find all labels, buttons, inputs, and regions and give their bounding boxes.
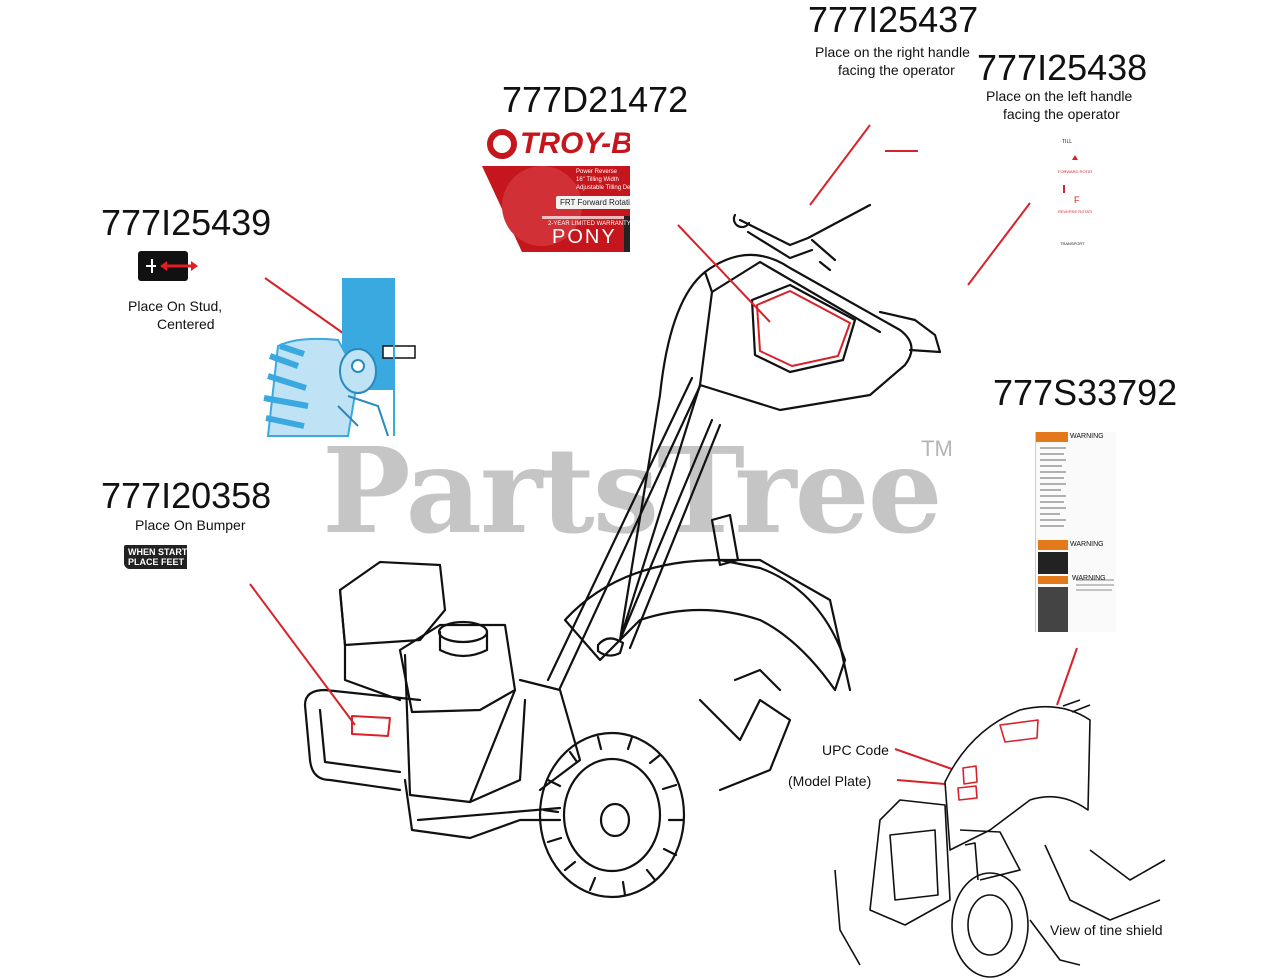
part-number-bumper: 777I20358 <box>101 475 272 516</box>
leader-tine-shield <box>1056 647 1078 706</box>
caption-stud-1: Place On Stud, <box>128 298 223 314</box>
leader-stud <box>264 277 351 339</box>
caption-bumper: Place On Bumper <box>135 517 246 533</box>
left-handle-label-f: F <box>1074 195 1080 205</box>
console-decal: TROY-BILT Power Reverse 16" Tilling Widt… <box>482 124 630 252</box>
console-warranty: 2-YEAR LIMITED WARRANTY <box>548 221 630 227</box>
left-handle-label-forward: FORWARD ROTATING <box>1058 169 1092 174</box>
stud-location-illustration <box>263 278 416 437</box>
indicator-bar-icon <box>1063 185 1065 193</box>
console-model: PONY <box>552 226 617 248</box>
left-handle-label-reverse: REVERSE ROTATING <box>1058 209 1092 214</box>
callout-model-plate: (Model Plate) <box>788 773 872 789</box>
leader-left-handle <box>967 202 1031 286</box>
console-rotation-label: FRT Forward Rotating <box>556 196 630 209</box>
console-line-2: 16" Tilling Width <box>576 177 619 183</box>
left-handle-label-till: TILL <box>1062 139 1073 145</box>
double-arrow-icon <box>146 259 198 273</box>
warning-text-lines <box>1038 447 1114 632</box>
console-line-1: Power Reverse <box>576 169 618 175</box>
warning-heading-1: WARNING <box>1070 433 1104 440</box>
warning-heading-3: WARNING <box>1072 575 1106 582</box>
caption-left-handle-2: facing the operator <box>1003 106 1120 122</box>
tine-shield-warning-decal: WARNING WARNING WARNING <box>1035 432 1116 632</box>
part-number-console: 777D21472 <box>502 79 689 120</box>
caption-stud-2: Centered <box>157 316 215 332</box>
caption-right-handle-1: Place on the right handle <box>815 44 970 60</box>
part-number-tine-shield: 777S33792 <box>993 372 1178 413</box>
console-line-3: Adjustable Tilling Depth <box>576 185 630 191</box>
left-handle-label-transport: TRANSPORT <box>1060 241 1085 246</box>
bumper-decal-line-1: WHEN STARTING <box>128 547 187 557</box>
console-brand: TROY-BILT <box>520 127 630 160</box>
leader-console <box>677 224 771 323</box>
part-number-right-handle: 777I25437 <box>808 0 979 40</box>
leader-bumper <box>249 583 356 726</box>
arrow-up-icon <box>1072 155 1078 160</box>
part-number-stud: 777I25439 <box>101 202 272 243</box>
bumper-decal-line-2: PLACE FEET <box>128 557 185 567</box>
warning-heading-2: WARNING <box>1070 541 1104 548</box>
leader-model-plate <box>896 779 946 785</box>
watermark-trademark: TM <box>921 436 953 461</box>
console-decal-background <box>482 124 630 252</box>
callout-upc-code: UPC Code <box>822 742 889 758</box>
stud-decal <box>138 251 198 281</box>
caption-left-handle-1: Place on the left handle <box>986 88 1133 104</box>
warning-stripe <box>1036 432 1068 442</box>
left-handle-decal: TILL FORWARD ROTATING F REVERSE ROTATING… <box>1058 137 1092 252</box>
caption-right-handle-2: facing the operator <box>838 62 955 78</box>
caption-view-tine-shield: View of tine shield <box>1050 922 1163 938</box>
leader-upc <box>894 748 953 770</box>
part-number-left-handle: 777I25438 <box>977 47 1148 88</box>
leader-right-handle <box>809 124 871 206</box>
bumper-decal: WHEN STARTING PLACE FEET <box>124 545 187 569</box>
